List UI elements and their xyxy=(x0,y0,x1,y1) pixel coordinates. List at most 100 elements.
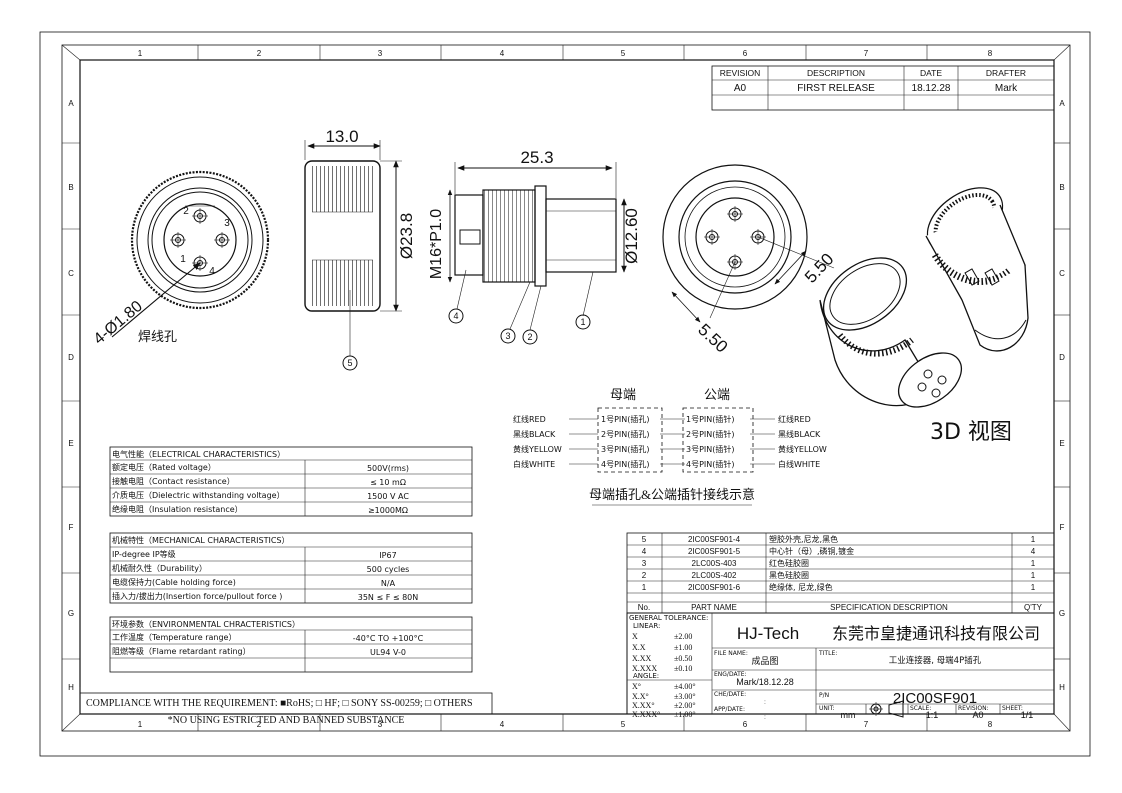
title-value: 工业连接器, 母端4P插孔 xyxy=(889,655,982,666)
thread-dimension: M16*P1.0 xyxy=(428,209,445,279)
scale-label: SCALE: xyxy=(910,705,931,712)
compliance-line-1: COMPLIANCE WITH THE REQUIREMENT: ■RoHS; … xyxy=(86,698,473,709)
offset-dimension-a: 5.50 xyxy=(801,250,837,287)
spec-value: 500V(rms) xyxy=(367,464,409,473)
bom-qty: 1 xyxy=(1031,571,1036,580)
callout-number: 5 xyxy=(347,358,352,368)
bom-header: Q'TY xyxy=(1024,603,1043,612)
tolerance-key: X.XXX xyxy=(632,664,657,673)
zone-col-bottom: 1 xyxy=(138,720,143,729)
wire-color-right: 白线WHITE xyxy=(778,459,820,469)
male-pin-label: 3号PIN(插针) xyxy=(686,444,735,454)
zone-row-right: E xyxy=(1059,439,1064,448)
spec-value: ≥1000MΩ xyxy=(368,506,408,515)
bom-spec: 黑色硅胶圈 xyxy=(769,570,809,580)
bom-header: No. xyxy=(638,603,650,612)
revision-label: REVISION: xyxy=(958,705,989,712)
tolerance-value: ±1.00° xyxy=(674,710,696,719)
zone-col-top: 4 xyxy=(500,49,505,58)
electrical-header: 电气性能（ELECTRICAL CHARACTERISTICS） xyxy=(112,449,285,459)
sheet-label: SHEET: xyxy=(1002,705,1023,712)
zone-row-right: G xyxy=(1059,609,1065,618)
wire-color-left: 黄线YELLOW xyxy=(513,444,562,454)
revision-header: REVISION xyxy=(720,68,761,78)
bom-part-name: 2IC00SF901-5 xyxy=(688,547,741,556)
wire-color-left: 黑线BLACK xyxy=(513,429,556,439)
wiring-caption: 母端插孔&公端插针接线示意 xyxy=(589,487,755,502)
compliance-line-2: *NO USING ESTRICTED AND BANNED SUBSTANCE xyxy=(168,715,405,726)
female-pin-label: 2号PIN(插孔) xyxy=(601,429,650,439)
callout-number: 3 xyxy=(505,331,510,341)
spec-label: 额定电压（Rated voltage） xyxy=(112,462,216,472)
tolerance-key: X° xyxy=(632,682,641,691)
spec-value: UL94 V-0 xyxy=(370,648,406,657)
front-pin-number: 3 xyxy=(224,218,230,229)
callout-number: 1 xyxy=(580,317,585,327)
cap-side-view: 13.0 Ø23.8 xyxy=(304,127,416,312)
spec-label: IP-degree IP等级 xyxy=(112,549,176,559)
bom-qty: 1 xyxy=(1031,535,1036,544)
male-pin-label: 4号PIN(插针) xyxy=(686,459,735,469)
bom-spec: 塑胶外壳,尼龙,黑色 xyxy=(769,534,838,544)
spec-value: -40°C TO +100°C xyxy=(353,634,424,643)
wire-color-left: 白线WHITE xyxy=(513,459,555,469)
male-end-label: 公端 xyxy=(704,387,730,402)
linear-label: LINEAR: xyxy=(633,622,660,630)
zone-row-right: F xyxy=(1060,523,1065,532)
front-pin-number: 2 xyxy=(183,206,189,217)
wire-color-right: 黄线YELLOW xyxy=(778,444,827,454)
file-name-value: 成品图 xyxy=(751,655,778,667)
zone-row-left: C xyxy=(68,269,74,278)
bom-no: 4 xyxy=(642,547,647,556)
spec-label: 机械耐久性（Durability） xyxy=(112,563,207,573)
zone-col-top: 2 xyxy=(257,49,262,58)
zone-col-bottom: 4 xyxy=(500,720,505,729)
zone-col-bottom: 8 xyxy=(988,720,993,729)
revision-cell: A0 xyxy=(734,83,747,94)
bom-header: SPECIFICATION DESCRIPTION xyxy=(830,603,948,612)
spec-label: 介质电压（Dielectric withstanding voltage） xyxy=(112,490,285,500)
company-full-name: 东莞市皇捷通讯科技有限公司 xyxy=(832,625,1040,643)
projection-symbol-icon xyxy=(869,700,904,718)
zone-row-left: G xyxy=(68,609,74,618)
revision-header: DESCRIPTION xyxy=(807,68,865,78)
male-pin-label: 1号PIN(插针) xyxy=(686,414,735,424)
female-pin-label: 3号PIN(插孔) xyxy=(601,444,650,454)
pn-label: P/N xyxy=(819,692,829,699)
spec-label: 绝缘电阻（Insulation resistance） xyxy=(112,504,243,514)
bom-spec: 红色硅胶圈 xyxy=(769,558,809,568)
zone-col-bottom: 3 xyxy=(378,720,383,729)
angle-label: ANGLE: xyxy=(633,672,659,680)
bom-header: PART NAME xyxy=(691,603,737,612)
sheet-value: 1/1 xyxy=(1021,710,1034,720)
spec-label: 电缆保持力(Cable holding force) xyxy=(112,577,236,587)
front-pin-holes xyxy=(170,208,230,271)
tolerance-value: ±4.00° xyxy=(674,682,696,691)
bom-no: 5 xyxy=(642,535,647,544)
zone-col-top: 6 xyxy=(743,49,748,58)
zone-row-right: C xyxy=(1059,269,1065,278)
male-pin-label: 2号PIN(插针) xyxy=(686,429,735,439)
revision-table: REVISION DESCRIPTION DATE DRAFTER A0 FIR… xyxy=(711,65,1055,111)
spec-value: N/A xyxy=(381,579,396,588)
app-date-label: APP/DATE: xyxy=(714,706,745,713)
general-tolerance-label: GENERAL TOLERANCE: xyxy=(629,614,708,622)
sheet-frame xyxy=(39,31,1091,757)
revision-cell: Mark xyxy=(995,83,1018,94)
scale-value: 1:1 xyxy=(926,710,939,720)
wire-row: 红线RED 1号PIN(插孔) 1号PIN(插针) 红线RED xyxy=(513,414,811,424)
female-pin-label: 4号PIN(插孔) xyxy=(601,459,650,469)
environmental-table: 环境参数（ENVIRONMENTAL CHRACTERISTICS） 工作温度（… xyxy=(109,616,473,673)
female-pin-label: 1号PIN(插孔) xyxy=(601,414,650,424)
zone-row-right: A xyxy=(1059,99,1065,108)
zone-row-left: B xyxy=(68,183,73,192)
bom-spec: 绝缘体, 尼龙,绿色 xyxy=(769,582,833,592)
front-view: 2 3 1 4 4-Ø1.80 焊线孔 xyxy=(91,170,270,348)
bom-table: 5 2IC00SF901-4 1 4 2IC00SF901-5 4 3 2LC0… xyxy=(626,532,1055,614)
wire-row: 黑线BLACK 2号PIN(插孔) 2号PIN(插针) 黑线BLACK xyxy=(513,429,821,439)
bom-part-name: 2IC00SF901-4 xyxy=(688,535,741,544)
diameter-dimension-238: Ø23.8 xyxy=(397,213,416,259)
wire-color-right: 红线RED xyxy=(778,414,811,424)
environmental-header: 环境参数（ENVIRONMENTAL CHRACTERISTICS） xyxy=(112,619,300,629)
file-name-label: FILE NAME: xyxy=(714,650,748,657)
